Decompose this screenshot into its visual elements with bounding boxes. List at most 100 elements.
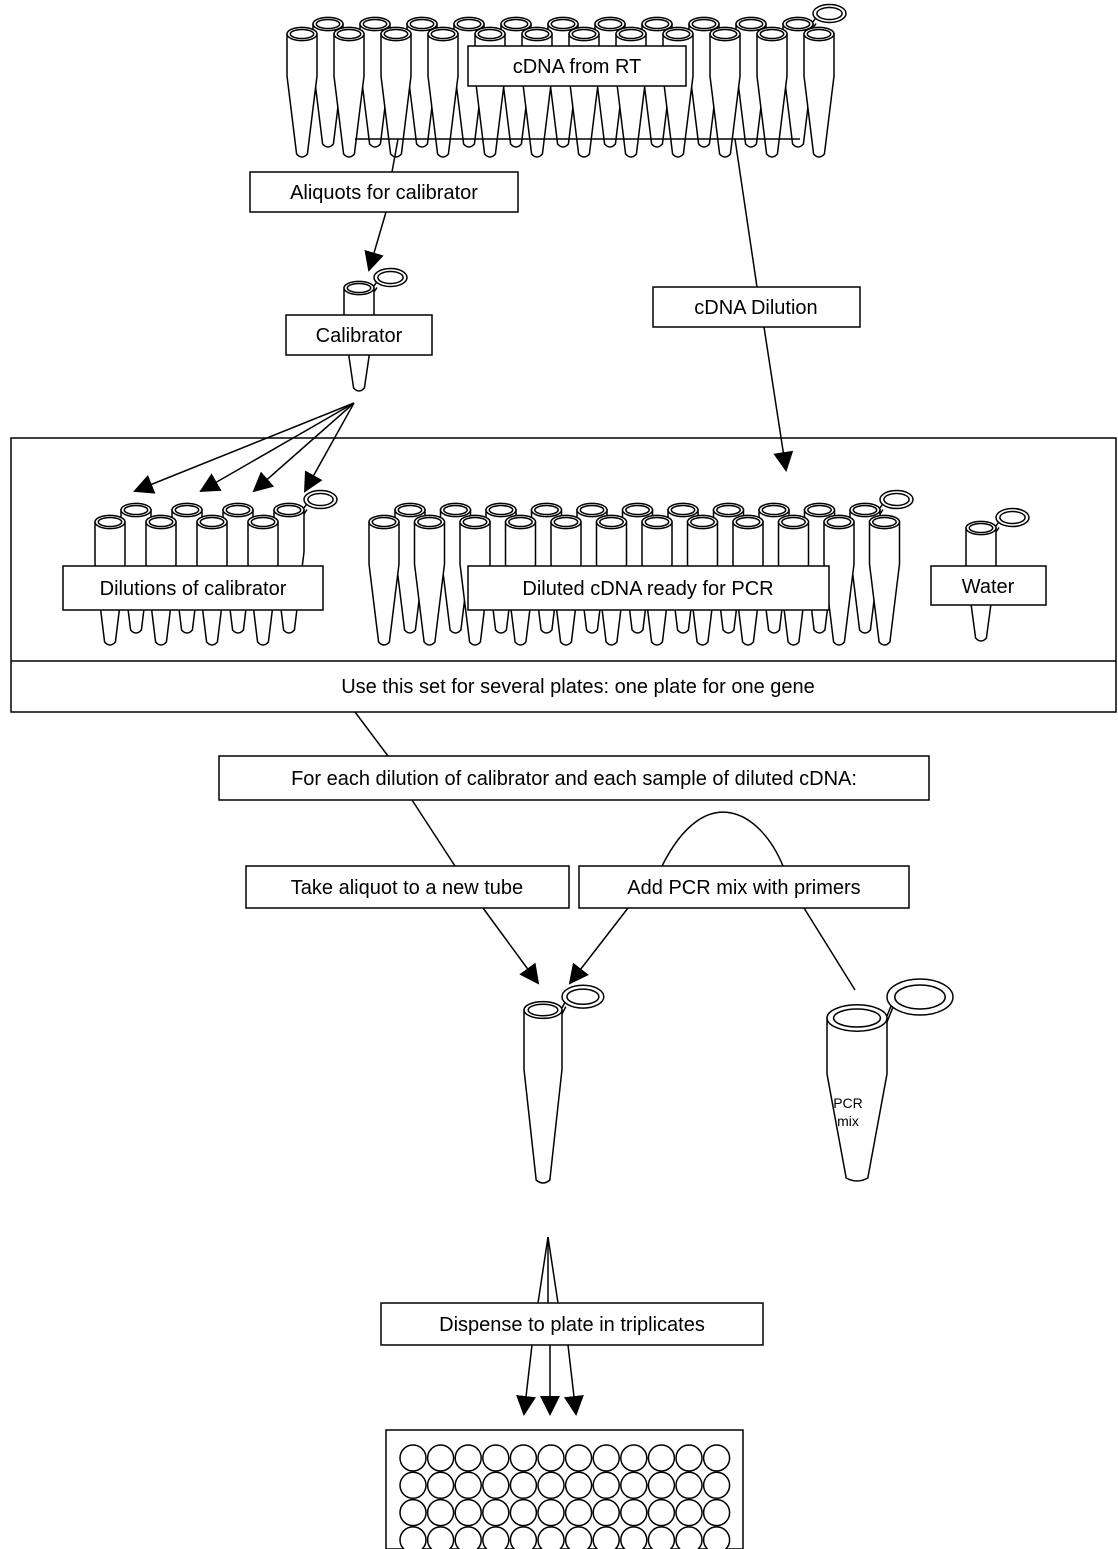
tube-body (368, 521, 400, 646)
take-aliquot-box (245, 865, 570, 909)
plate-well (675, 1471, 703, 1500)
plate-well (454, 1444, 482, 1472)
microtube (427, 26, 459, 158)
microtube (368, 514, 400, 646)
plate-well (564, 1444, 593, 1472)
plate-well (426, 1526, 455, 1549)
tube-rim-inner (781, 516, 806, 528)
calibrator-label: Calibrator (316, 325, 403, 347)
microtube (868, 514, 901, 646)
tube-rim-inner (618, 28, 644, 40)
plate-well (454, 1526, 482, 1549)
tube-rim-inner (430, 28, 456, 40)
plate-well (509, 1526, 538, 1549)
tube-rim-inner (315, 18, 341, 30)
dilutions-of-calibrator-label: Dilutions of calibrator (100, 578, 287, 600)
plate-well (482, 1526, 510, 1549)
arrow-calibrator-dilution-2 (199, 402, 355, 492)
cdna-dilution-box (652, 286, 861, 328)
plate-well (399, 1498, 427, 1527)
arrow-to-diluted-set (763, 326, 794, 472)
microtube (333, 26, 365, 158)
tube-body (380, 33, 412, 158)
tube-rim-inner (371, 516, 397, 528)
working-set-container (10, 437, 1117, 713)
tube-body (427, 33, 459, 158)
arrow-calibrator-dilution-3 (252, 402, 355, 493)
cdna-dilution-label: cDNA Dilution (694, 297, 817, 319)
connector-to-take-aliquot (411, 799, 456, 867)
plate-well (675, 1526, 703, 1549)
tube-body (413, 521, 446, 646)
tube-lid-inner (883, 492, 910, 507)
tube-rim-inner (597, 18, 623, 30)
tube-body (868, 521, 901, 646)
plate-well (592, 1498, 620, 1527)
microtube (380, 26, 412, 158)
for-each-label: For each dilution of calibrator and each… (291, 768, 857, 790)
tube-rim-inner (524, 28, 550, 40)
plate-well (620, 1471, 648, 1500)
tube-body (709, 33, 741, 158)
tube-rim-inner (409, 18, 435, 30)
tube-rim-inner (735, 516, 761, 528)
tube-rim-inner (503, 18, 529, 30)
tube-body (823, 521, 855, 646)
tube-lid-inner (377, 270, 404, 285)
water-box (930, 565, 1047, 606)
microtube (823, 514, 855, 646)
tube-rim-inner (534, 504, 559, 516)
tube-rim-inner (553, 516, 579, 528)
tube-rim-inner (872, 516, 897, 528)
add-pcr-mix-box (578, 865, 910, 909)
tube-rim-inner (362, 18, 388, 30)
cdna-from-rt-box (467, 45, 687, 87)
plate-well (702, 1444, 731, 1472)
tube-rim-inner (462, 516, 488, 528)
tube-rim-inner (250, 516, 276, 528)
add-pcr-mix-label: Add PCR mix with primers (627, 877, 860, 899)
connector-to-aliquots (391, 138, 399, 173)
tube-rim-inner (383, 28, 409, 40)
tube-rim-inner (690, 516, 715, 528)
diluted-cdna-label: Diluted cDNA ready for PCR (522, 578, 773, 600)
plate-well (482, 1444, 510, 1472)
calibrator-box (285, 314, 433, 356)
plate-well (592, 1471, 620, 1500)
tube-rim-inner (550, 18, 576, 30)
dilutions-of-calibrator-box (62, 565, 324, 611)
tube-rim-inner (665, 28, 691, 40)
aliquots-label: Aliquots for calibrator (290, 182, 478, 204)
tube-rim-inner (785, 18, 811, 30)
tube-rim-inner (456, 18, 482, 30)
plate-well (592, 1526, 620, 1549)
plate-well (426, 1498, 455, 1527)
water-label: Water (962, 576, 1015, 598)
tube-body (826, 1017, 888, 1182)
plate-well (399, 1471, 427, 1500)
dispense-arrow-left (516, 1344, 537, 1416)
dispense-label: Dispense to plate in triplicates (439, 1314, 705, 1336)
tube-new-reaction (523, 984, 605, 1184)
tube-lid-inner (894, 984, 946, 1010)
connector-to-cdna-dilution (734, 138, 758, 288)
microtube (826, 978, 954, 1182)
tube-lid-inner (307, 492, 334, 507)
tube-lid-inner (999, 510, 1026, 525)
dispense-arrow-right (563, 1344, 584, 1416)
microtube (756, 26, 788, 158)
tube-rim-inner (625, 504, 650, 516)
tube-rim-inner (852, 504, 878, 516)
plate-well (620, 1498, 648, 1527)
tube-rim-inner (336, 28, 362, 40)
tube-rim-inner (670, 504, 696, 516)
plate-well (509, 1471, 538, 1500)
microtube (286, 26, 318, 158)
tube-rim-inner (691, 18, 717, 30)
plate-well (675, 1498, 703, 1527)
tube-rim-inner (123, 504, 149, 516)
tube-rim-inner (579, 504, 605, 516)
plate-well (454, 1471, 482, 1500)
tube-rim-inner (148, 516, 174, 528)
plate-well (426, 1444, 455, 1472)
